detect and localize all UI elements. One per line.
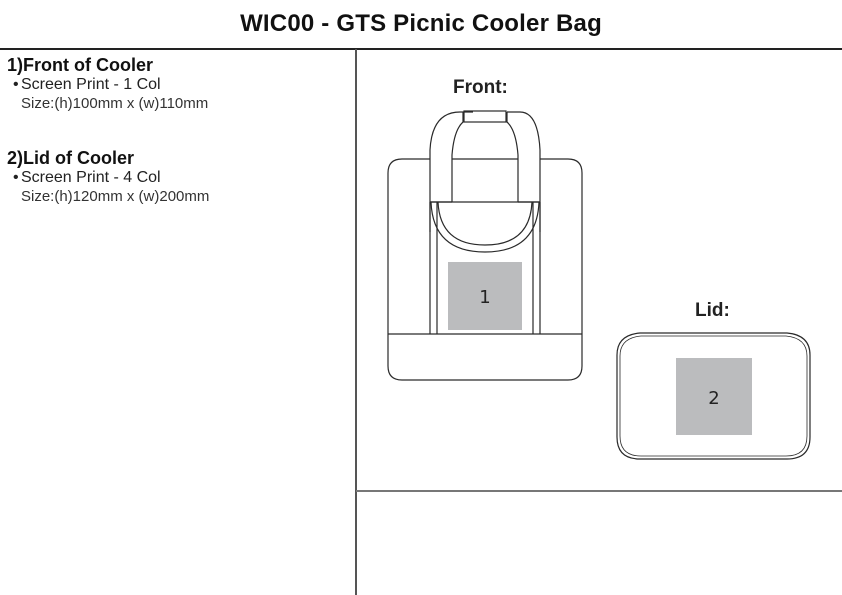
front-flap-outer — [430, 201, 540, 253]
spec-size: Size:(h)100mm x (w)110mm — [21, 95, 209, 112]
column-divider — [355, 49, 357, 595]
spec-lid: 2)Lid of Cooler •Screen Print - 4 Col Si… — [7, 148, 209, 206]
spec-front: 1)Front of Cooler •Screen Print - 1 Col … — [7, 55, 208, 113]
spec-method-text: Screen Print - 4 Col — [21, 169, 161, 186]
front-view-label: Front: — [453, 77, 508, 98]
spec-method-text: Screen Print - 1 Col — [21, 76, 161, 93]
front-cooler-outline — [387, 110, 583, 381]
spec-method: •Screen Print - 4 Col — [7, 168, 209, 187]
section-divider — [356, 490, 842, 492]
handle-inner-right — [506, 112, 519, 202]
print-area-2 — [676, 358, 752, 435]
header-divider — [0, 48, 842, 50]
front-cooler-body — [387, 158, 583, 381]
page-title: WIC00 - GTS Picnic Cooler Bag — [240, 10, 602, 37]
front-flap-inner — [437, 201, 533, 246]
lid-outer — [616, 332, 811, 460]
lid-view-label: Lid: — [695, 300, 730, 321]
handle-outer — [429, 111, 473, 232]
print-area-1 — [448, 262, 522, 330]
spec-size: Size:(h)120mm x (w)200mm — [21, 188, 210, 205]
spec-heading: 2)Lid of Cooler — [7, 148, 134, 168]
lid-outline — [616, 332, 811, 460]
handle-outer-right — [507, 111, 541, 232]
bullet-icon: • — [13, 169, 19, 186]
print-area-2-number: 2 — [708, 388, 719, 409]
lid-inner — [619, 335, 808, 457]
spec-method: •Screen Print - 1 Col — [7, 75, 208, 94]
print-area-1-number: 1 — [479, 287, 490, 308]
handle-grip — [463, 110, 507, 123]
handle-inner-left — [451, 112, 464, 202]
spec-heading: 1)Front of Cooler — [7, 55, 153, 75]
bullet-icon: • — [13, 76, 19, 93]
